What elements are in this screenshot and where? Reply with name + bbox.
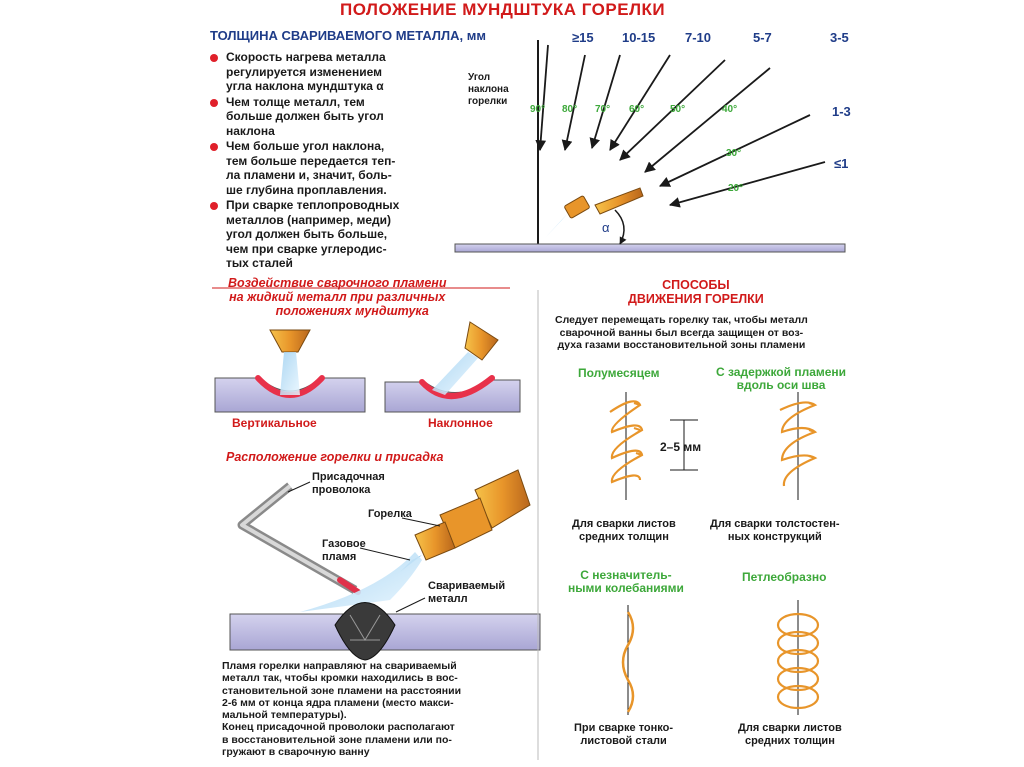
poster-graphics [212,40,846,760]
thickness-value: 5-7 [753,30,772,45]
methods-title: СПОСОБЫ ДВИЖЕНИЯ ГОРЕЛКИ [628,278,764,306]
thickness-value: 7-10 [685,30,712,45]
arrow-40 [644,67,771,173]
thickness-value: 3-5 [830,30,849,45]
bullet-item: Скорость нагрева металла регулируется из… [208,50,448,94]
caption-1: Для сварки листов средних толщин [572,518,676,543]
thickness-value: ≥15 [572,30,594,45]
welded-metal-label: Свариваемый металл [428,580,506,605]
gas-flame-label: Газовое пламя [322,538,366,563]
path-oscillation [621,611,635,713]
angle-90: 90° [530,104,546,115]
arrow-60 [609,54,671,151]
angle-60: 60° [629,104,645,115]
bullet-item: Чем толще металл, тем больше должен быть… [208,95,448,139]
method-delay-label: С задержкой пламени вдоль оси шва [716,365,847,392]
poster-title: ПОЛОЖЕНИЕ МУНДШТУКА ГОРЕЛКИ [340,0,666,19]
flame-inclined [432,352,478,395]
torch-top [545,187,644,238]
arrow-80 [561,54,586,152]
angle-70: 70° [595,104,611,115]
bullet-dot-icon [210,202,218,210]
caption-2: Для сварки толстостен- ных конструкций [710,518,840,543]
base-plate [454,243,846,253]
alpha-symbol: α [602,220,610,235]
angle-arrows [535,44,826,208]
caption-3: При сварке тонко- листовой стали [574,722,674,747]
bullet-item: При сварке теплопроводных металлов (напр… [208,198,448,271]
angle-50: 50° [670,104,686,115]
thickness-label: ТОЛЩИНА СВАРИВАЕМОГО МЕТАЛЛА, мм [210,28,486,43]
pool-inclined [419,375,495,399]
method-oscillation-label: С незначитель- ными колебаниями [568,568,684,595]
vertical-label: Вертикальное [232,416,317,430]
bullet-dot-icon [210,143,218,151]
alpha-arc [614,209,627,245]
thickness-value: 10-15 [622,30,656,45]
methods-text: Следует перемещать горелку так, чтобы ме… [555,314,808,351]
method-loops-label: Петлеобразно [742,570,827,584]
arrow-50 [619,59,726,161]
arrow-70 [589,54,621,150]
angle-label: Угол наклона горелки [468,72,509,107]
poster: ПОЛОЖЕНИЕ МУНДШТУКА ГОРЕЛКИ ТОЛЩИНА СВАР… [200,0,868,767]
torch-bottom [400,469,531,572]
method-halfmoon-label: Полумесяцем [578,366,660,380]
angle-20: 20° [728,183,744,194]
arrow-30 [659,114,811,187]
bullet-dot-icon [210,98,218,107]
path-loops [776,612,820,710]
gap-label: 2–5 мм [660,440,702,454]
effect-title: Воздействие сварочного пламени на жидкий… [228,276,447,318]
bullet-list: Скорость нагрева металла регулируется из… [208,50,448,272]
arrow-90 [535,44,549,152]
torch-label: Горелка [368,508,412,520]
bottom-text: Пламя горелки направляют на свариваемый … [222,660,462,759]
nozzle-vertical [269,329,311,353]
gas-flame [300,552,422,612]
arrangement-title: Расположение горелки и присадка [226,450,444,464]
caption-4: Для сварки листов средних толщин [738,722,842,747]
inclined-label: Наклонное [428,416,493,430]
arrow-20 [668,161,826,208]
bullet-dot-icon [210,54,218,62]
angle-30: 30° [726,148,742,159]
thickness-value: 1-3 [832,104,851,119]
thickness-value: ≤1 [834,156,849,171]
flame-vertical [280,352,300,395]
filler-wire-label: Присадочная проволока [312,471,385,496]
weld-bead [334,602,396,661]
nozzle-inclined [464,321,499,361]
angle-80: 80° [562,104,578,115]
angle-40: 40° [722,104,738,115]
bullet-item: Чем больше угол наклона, тем больше пере… [208,139,448,197]
path-halfmoon [609,400,644,484]
